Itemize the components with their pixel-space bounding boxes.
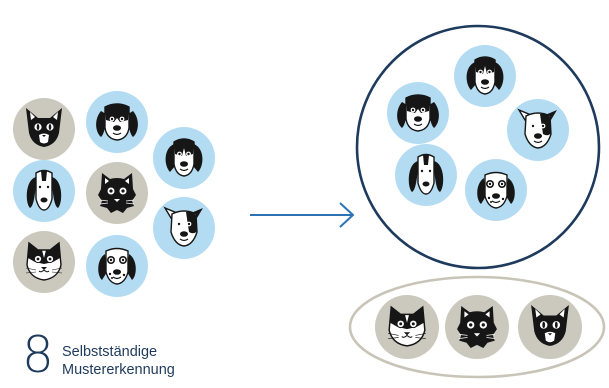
step-caption: Selbstständige Mustererkennung (62, 343, 175, 379)
dog-spaniel-token (387, 82, 449, 144)
cat-fluffy-icon (457, 306, 497, 348)
dog-beagle-icon (165, 138, 203, 177)
cat-tuxedo-icon (388, 305, 426, 347)
unsorted-animal-pool (13, 91, 215, 297)
cat-tuxedo-token (13, 231, 75, 293)
dog-spotted-token (465, 159, 527, 221)
caption-line-2: Mustererkennung (62, 362, 175, 378)
dog-cluster-outline (355, 24, 601, 270)
cat-fluffy-token (445, 295, 509, 359)
dog-spaniel-icon (397, 94, 439, 132)
cat-black-icon (26, 108, 62, 147)
caption-line-1: Selbstständige (62, 344, 158, 360)
dog-spaniel-icon (96, 103, 138, 141)
cat-cluster-outline (348, 275, 606, 379)
cat-cluster (348, 275, 606, 379)
dog-spaniel-token (86, 91, 148, 153)
dog-spotted-icon (98, 247, 136, 285)
cat-tuxedo-icon (25, 241, 63, 281)
dog-patch-icon (163, 206, 203, 247)
dog-hound-token (395, 144, 457, 206)
dog-beagle-icon (466, 56, 504, 95)
dog-hound-icon (408, 153, 444, 195)
dog-cluster (355, 24, 601, 270)
dog-spotted-token (86, 235, 148, 297)
dog-beagle-token (153, 127, 215, 189)
cat-black-token (518, 295, 582, 359)
dog-patch-icon (517, 108, 557, 149)
dog-hound-icon (26, 169, 62, 211)
cat-tuxedo-token (375, 295, 439, 359)
cat-fluffy-token (86, 162, 148, 224)
dog-patch-token (153, 197, 215, 259)
cat-fluffy-icon (98, 173, 136, 213)
arrow-icon (250, 202, 355, 228)
cat-black-icon (531, 304, 569, 346)
dog-spotted-icon (477, 171, 515, 209)
cat-black-token (13, 98, 75, 160)
step-number: 8 (22, 326, 54, 384)
dog-beagle-token (454, 45, 516, 107)
dog-hound-token (13, 160, 75, 222)
dog-patch-token (507, 99, 569, 161)
